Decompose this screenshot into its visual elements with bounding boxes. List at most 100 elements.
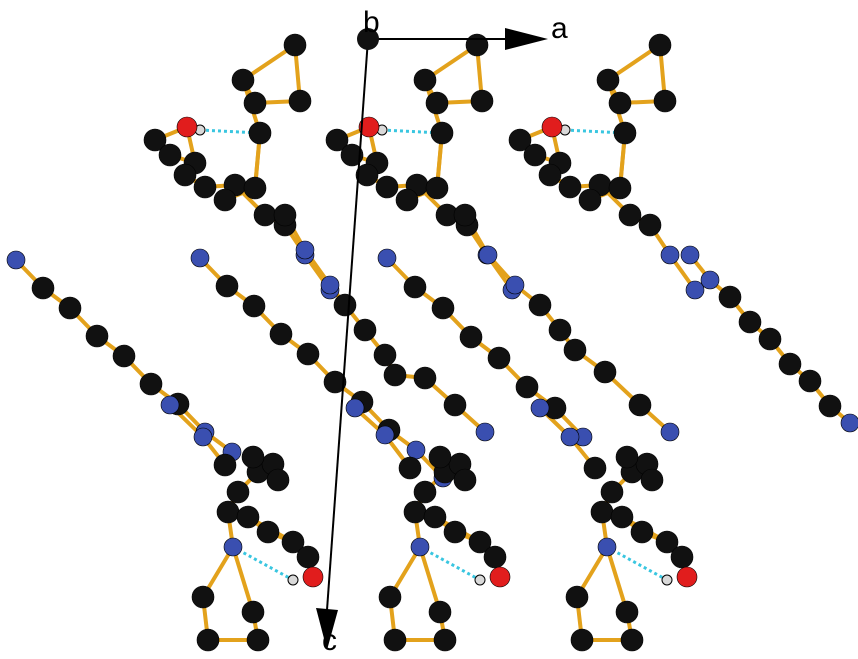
carbon-atom — [508, 128, 532, 152]
a-axis-label: a — [551, 12, 568, 45]
oxygen-atom — [676, 566, 698, 588]
carbon-atom — [373, 343, 397, 367]
nitrogen-atom — [190, 248, 210, 268]
carbon-atom — [143, 128, 167, 152]
carbon-atom — [523, 143, 547, 167]
oxygen-atom — [176, 116, 198, 138]
hydrogen-atom — [287, 574, 299, 586]
nitrogen-atom — [530, 398, 550, 418]
nitrogen-atom — [680, 245, 700, 265]
carbon-atom — [630, 520, 654, 544]
carbon-atom — [608, 176, 632, 200]
carbon-atom — [296, 342, 320, 366]
carbon-atom — [256, 520, 280, 544]
c-axis-line — [326, 38, 369, 611]
carbon-atom — [638, 213, 662, 237]
carbon-atom — [613, 121, 637, 145]
carbon-atom — [158, 143, 182, 167]
carbon-atom — [468, 530, 492, 554]
carbon-atom — [248, 121, 272, 145]
carbon-atom — [655, 530, 679, 554]
c-axis-label: c — [322, 624, 337, 657]
carbon-atom — [403, 500, 427, 524]
nitrogen-atom — [660, 422, 680, 442]
carbon-atom — [226, 480, 250, 504]
carbon-atom — [431, 296, 455, 320]
carbon-atom — [563, 338, 587, 362]
carbon-atom — [196, 628, 220, 652]
carbon-atom — [269, 322, 293, 346]
carbon-atom — [281, 530, 305, 554]
carbon-atom — [570, 628, 594, 652]
carbon-atom — [578, 188, 602, 212]
carbon-atom — [465, 33, 489, 57]
carbon-atom — [236, 505, 260, 529]
carbon-atom — [443, 520, 467, 544]
carbon-atom — [395, 188, 419, 212]
carbon-atom — [231, 68, 255, 92]
c-axis-arrowhead — [316, 608, 338, 650]
carbon-atom — [583, 456, 607, 480]
atoms — [6, 33, 858, 652]
carbon-atom — [253, 203, 277, 227]
carbon-atom — [653, 89, 677, 113]
carbon-atom — [213, 453, 237, 477]
carbon-atom — [453, 203, 477, 227]
carbon-atom — [413, 480, 437, 504]
nitrogen-atom — [478, 245, 498, 265]
oxygen-atom — [541, 116, 563, 138]
carbon-atom — [139, 372, 163, 396]
nitrogen-atom — [475, 422, 495, 442]
carbon-atom — [593, 360, 617, 384]
oxygen-atom — [489, 566, 511, 588]
carbon-atom — [443, 393, 467, 417]
oxygen-atom — [302, 566, 324, 588]
carbon-atom — [618, 203, 642, 227]
carbon-atom — [325, 128, 349, 152]
nitrogen-atom — [505, 275, 525, 295]
carbon-atom — [515, 375, 539, 399]
carbon-atom — [243, 176, 267, 200]
carbon-atom — [191, 585, 215, 609]
carbon-atom — [425, 91, 449, 115]
carbon-atom — [615, 445, 639, 469]
nitrogen-atom — [406, 440, 426, 460]
carbon-atom — [600, 480, 624, 504]
bond — [605, 545, 629, 614]
nitrogen-atom — [840, 413, 858, 433]
oxygen-atom — [358, 116, 380, 138]
carbon-atom — [483, 545, 507, 569]
carbon-atom — [323, 370, 347, 394]
carbon-atom — [296, 545, 320, 569]
carbon-atom — [428, 600, 452, 624]
nitrogen-atom — [193, 427, 213, 447]
carbon-atom — [383, 363, 407, 387]
carbon-atom — [353, 318, 377, 342]
carbon-atom — [193, 175, 217, 199]
carbon-atom — [288, 89, 312, 113]
nitrogen-atom — [597, 537, 617, 557]
carbon-atom — [31, 276, 55, 300]
carbon-atom — [590, 500, 614, 524]
carbon-atom — [85, 324, 109, 348]
nitrogen-atom — [560, 427, 580, 447]
carbon-atom — [378, 585, 402, 609]
carbon-atom — [383, 628, 407, 652]
carbon-atom — [648, 33, 672, 57]
bond — [418, 545, 442, 614]
carbon-atom — [548, 318, 572, 342]
nitrogen-atom — [320, 275, 340, 295]
hydrogen-atom — [474, 574, 486, 586]
carbon-atom — [620, 628, 644, 652]
carbon-atom — [470, 89, 494, 113]
carbon-atom — [58, 296, 82, 320]
nitrogen-atom — [160, 395, 180, 415]
carbon-atom — [283, 33, 307, 57]
carbon-atom — [487, 346, 511, 370]
carbon-atom — [433, 628, 457, 652]
carbon-atom — [333, 293, 357, 317]
carbon-atom — [423, 505, 447, 529]
carbon-atom — [558, 175, 582, 199]
nitrogen-atom — [700, 270, 720, 290]
carbon-atom — [241, 445, 265, 469]
